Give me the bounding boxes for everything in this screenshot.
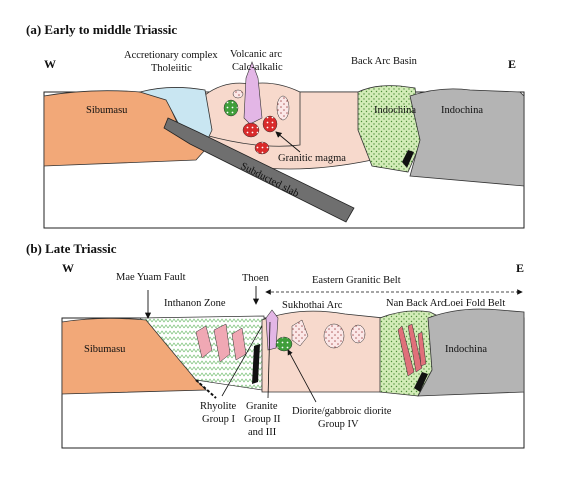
panel-b-east-label: E bbox=[516, 261, 524, 275]
panel-a: (a) Early to middle Triassic W E Accreti… bbox=[26, 22, 525, 229]
label-tholeiitic: Tholeiitic bbox=[151, 63, 192, 74]
panel-a-granitic-magma-blob bbox=[262, 115, 278, 133]
panel-b-dotted-lens bbox=[291, 319, 309, 347]
panel-b-sibumasu-block bbox=[61, 318, 207, 395]
panel-b-red-dyke bbox=[397, 325, 415, 377]
panel-b-red-dyke bbox=[417, 331, 427, 367]
label-diorite-line2: Group IV bbox=[318, 419, 359, 430]
panel-a-granitic-magma-blob bbox=[242, 122, 260, 138]
label-rhyolite-line1: Rhyolite bbox=[200, 401, 237, 412]
granite-leader bbox=[267, 321, 271, 399]
label-accretionary-complex: Accretionary complex bbox=[124, 50, 218, 61]
panel-a-indochina-green-block bbox=[357, 85, 423, 173]
label-loei-fold-belt: Loei Fold Belt bbox=[444, 298, 505, 309]
label-granitic-magma: Granitic magma bbox=[278, 153, 346, 164]
mae-yuam-fault-trace bbox=[195, 379, 217, 399]
panel-a-granitic-magma-blob bbox=[254, 141, 270, 155]
panel-a-subducted-slab bbox=[163, 117, 355, 223]
label-thoen: Thoen bbox=[242, 273, 270, 284]
panel-a-indochina-grey-block bbox=[409, 88, 525, 187]
panel-a-title: (a) Early to middle Triassic bbox=[26, 22, 177, 37]
label-sukhothai-arc: Sukhothai Arc bbox=[282, 300, 343, 311]
panel-a-dotted-lens bbox=[232, 89, 244, 99]
label-calc-alkalic: Calc-alkalic bbox=[232, 62, 283, 73]
panel-a-green-magma-blob bbox=[223, 99, 239, 117]
panel-b-sukhothai-crust bbox=[261, 310, 385, 393]
panel-b-title: (b) Late Triassic bbox=[26, 241, 117, 256]
panel-b: (b) Late Triassic W E bbox=[26, 241, 525, 449]
panel-a-dotted-lens bbox=[276, 95, 290, 121]
label-sibumasu-b: Sibumasu bbox=[84, 344, 126, 355]
panel-a-volcano bbox=[243, 61, 263, 125]
panel-b-west-label: W bbox=[62, 261, 74, 275]
label-granite-line2: Group II bbox=[244, 414, 281, 425]
label-granite-line3: and III bbox=[248, 427, 277, 438]
label-volcanic-arc: Volcanic arc bbox=[230, 49, 282, 60]
panel-b-diorite-blob bbox=[275, 336, 293, 352]
label-indochina-grey: Indochina bbox=[441, 105, 483, 116]
label-rhyolite-line2: Group I bbox=[202, 414, 235, 425]
diorite-leader bbox=[287, 349, 317, 403]
panel-a-suture-mark bbox=[402, 150, 414, 168]
panel-b-suture-mark bbox=[414, 372, 428, 392]
label-mae-yuam-fault: Mae Yuam Fault bbox=[116, 272, 186, 283]
panel-b-thoen-bar bbox=[252, 344, 260, 384]
label-diorite-line1: Diorite/gabbroic diorite bbox=[292, 406, 392, 417]
panel-a-east-label: E bbox=[508, 57, 516, 71]
label-nan-back-arc: Nan Back Arc bbox=[386, 298, 446, 309]
label-indochina-green: Indochina bbox=[374, 105, 416, 116]
granitic-magma-arrow bbox=[275, 131, 301, 153]
panel-b-red-dyke bbox=[407, 323, 423, 373]
label-indochina-b: Indochina bbox=[445, 344, 487, 355]
label-inthanon-zone: Inthanon Zone bbox=[164, 298, 226, 309]
panel-b-dotted-lens bbox=[350, 324, 366, 344]
panel-a-west-label: W bbox=[44, 57, 56, 71]
label-back-arc-basin: Back Arc Basin bbox=[351, 56, 418, 67]
label-eastern-granitic-belt: Eastern Granitic Belt bbox=[312, 275, 401, 286]
panel-b-dotted-lens bbox=[323, 323, 345, 349]
rhyolite-leader bbox=[221, 325, 263, 397]
panel-b-pink-lens bbox=[213, 323, 231, 363]
panel-b-pink-lens bbox=[195, 325, 213, 359]
panel-b-indochina-block bbox=[417, 308, 525, 397]
panel-b-granite-conduit bbox=[265, 309, 279, 351]
label-granite-line1: Granite bbox=[246, 401, 278, 412]
label-sibumasu: Sibumasu bbox=[86, 105, 128, 116]
